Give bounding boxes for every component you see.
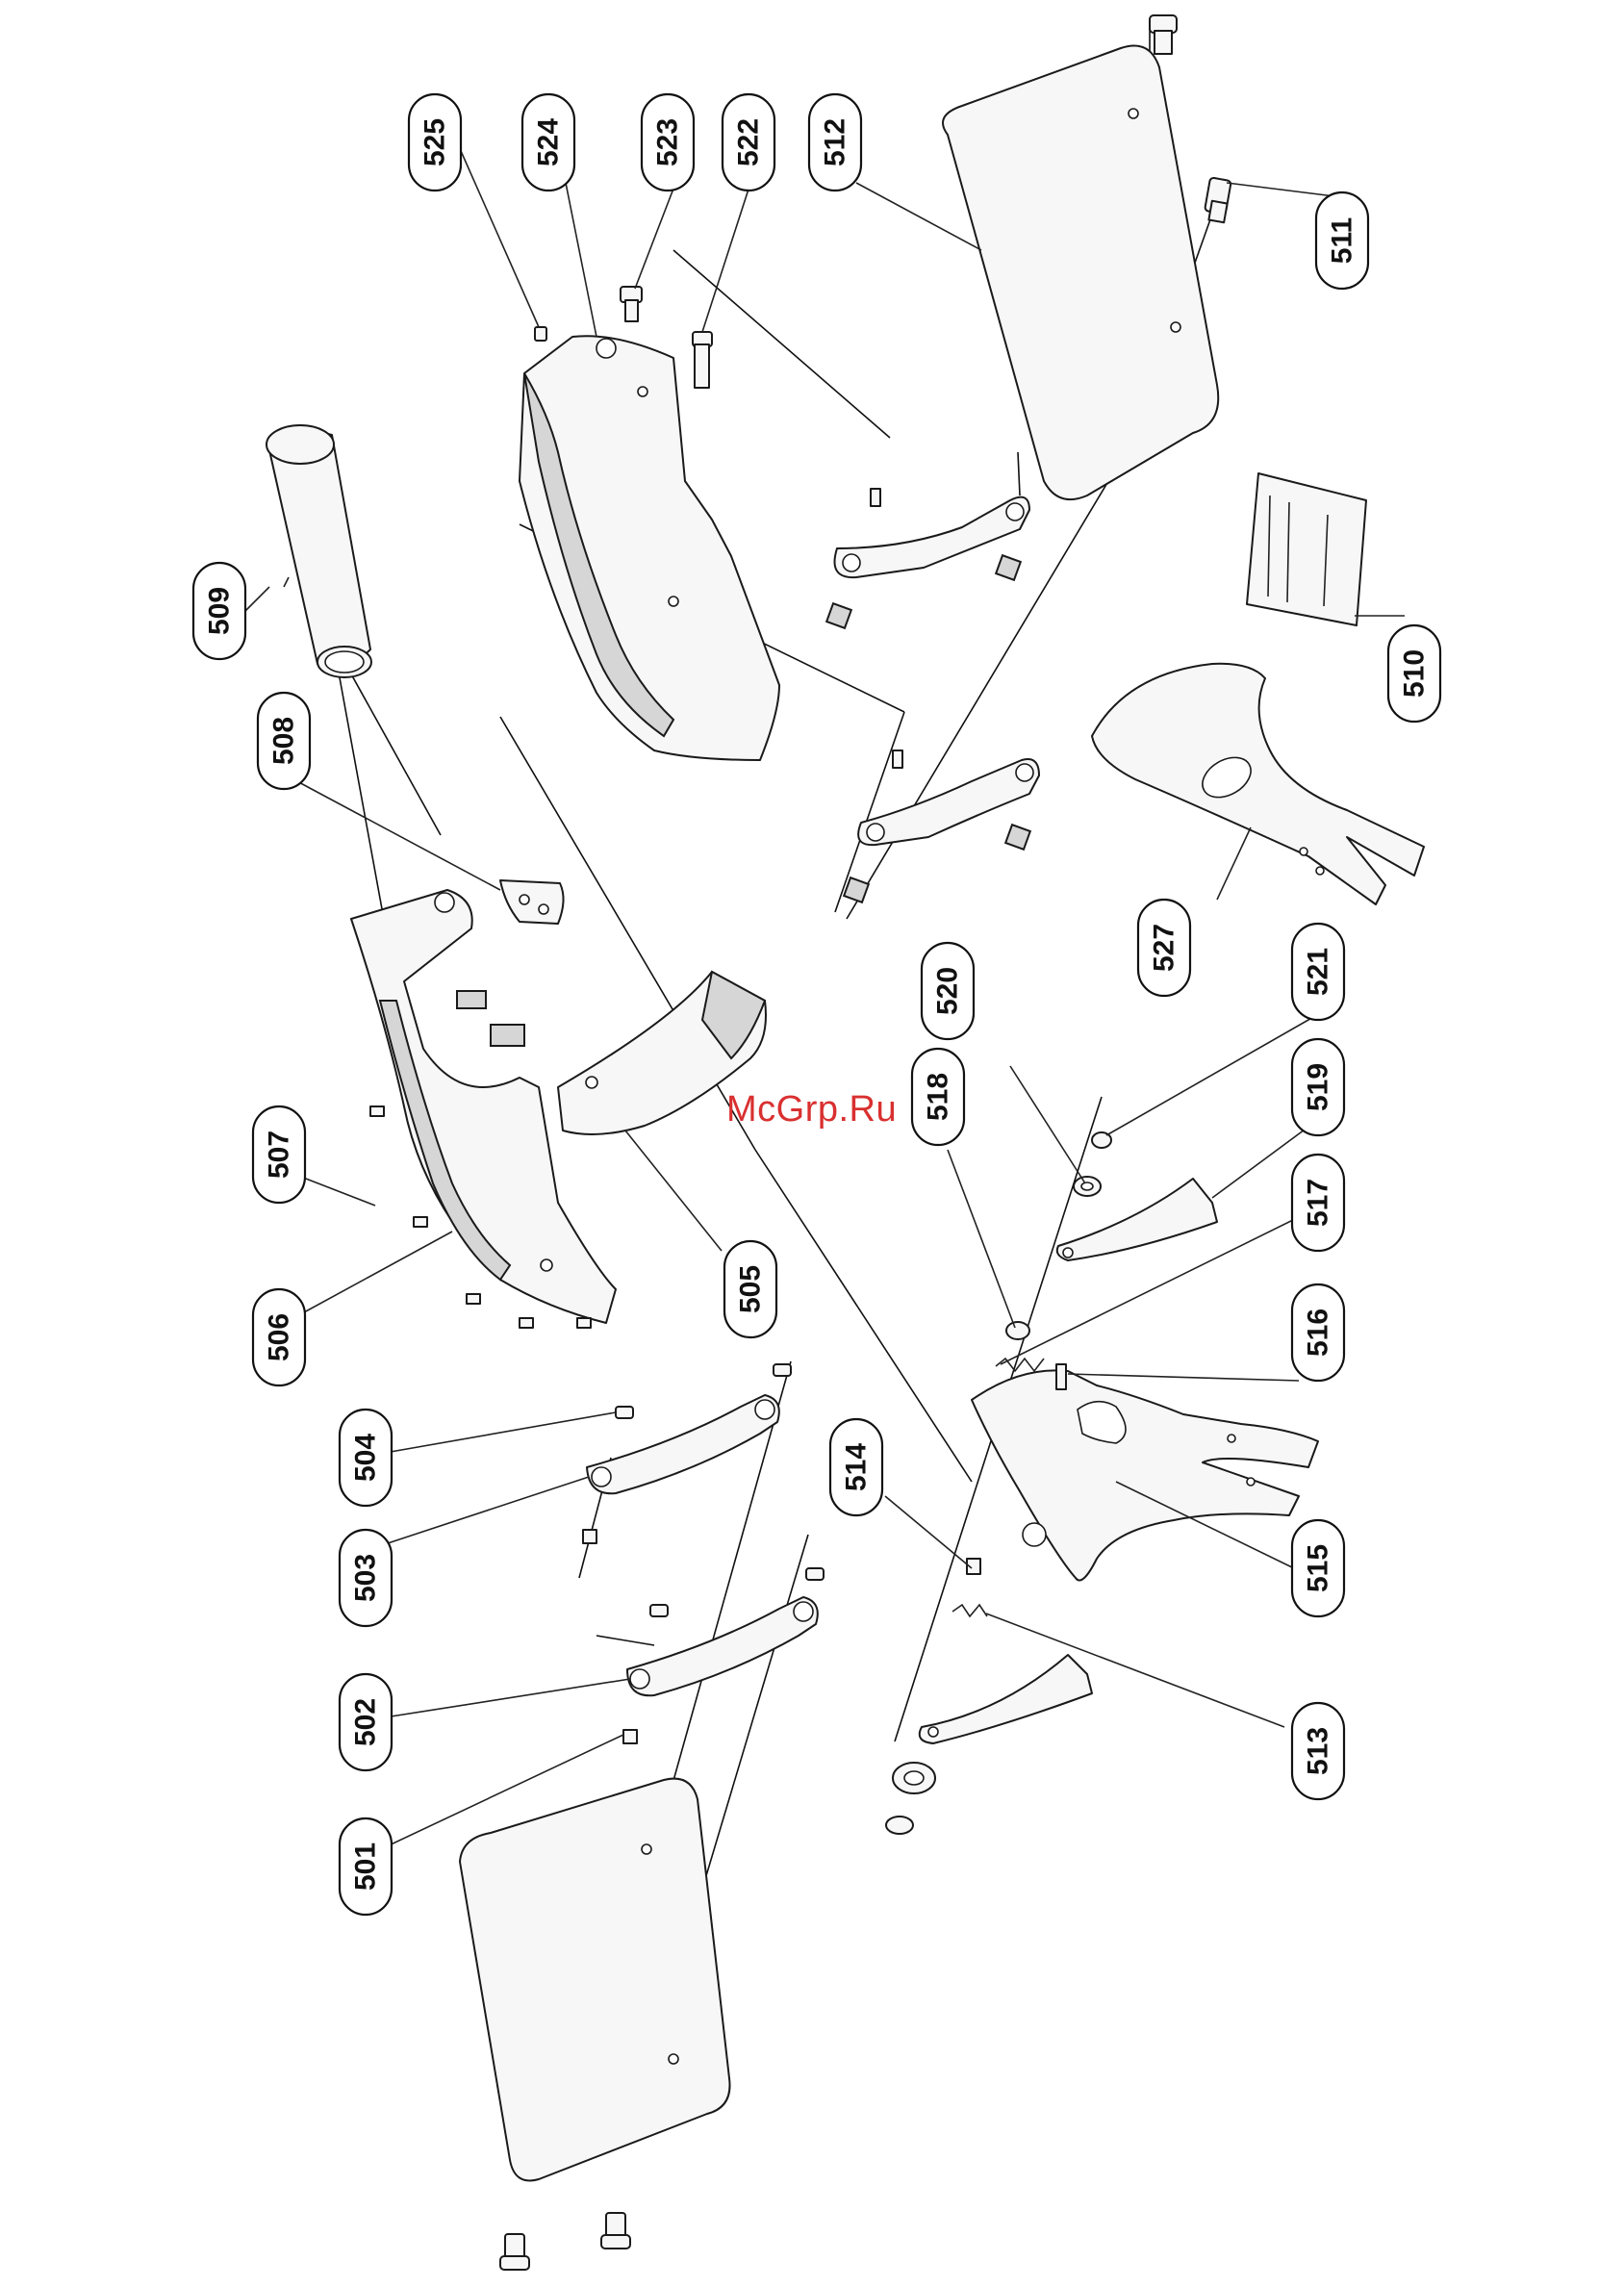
spring-clip-513 [952,1605,987,1616]
callout-label-504: 504 [350,1434,382,1482]
callout-label-501: 501 [350,1842,382,1891]
callout-label-512: 512 [820,118,851,166]
callout-label-520: 520 [932,967,964,1015]
crank-link-502 [623,1568,824,1743]
callout-label-511: 511 [1327,217,1358,264]
callout-523: 523 [642,94,694,191]
callout-label-502: 502 [350,1698,382,1746]
callout-521: 521 [1292,924,1344,1020]
label-plate-510 [1247,473,1366,625]
callout-label-508: 508 [268,717,300,765]
callout-508: 508 [258,693,310,789]
callout-517: 517 [1292,1155,1344,1251]
callout-524: 524 [522,94,574,191]
callout-label-515: 515 [1303,1544,1334,1592]
arm-cover-524 [520,336,779,760]
bolt-523 [621,287,642,321]
callout-label-527: 527 [1149,924,1180,972]
bracket-515 [972,1370,1318,1580]
bolt-522 [693,332,712,388]
bolts-bottom [500,2213,630,2270]
footplate-upper [943,46,1218,500]
leader-lines [245,127,1405,1847]
callout-525: 525 [409,94,461,191]
callout-label-506: 506 [264,1313,295,1361]
bottom-washer [886,1763,935,1834]
callout-512: 512 [809,94,861,191]
crank-arm-upper [826,489,1029,628]
nut-518 [1006,1322,1029,1339]
callout-label-505: 505 [735,1265,767,1313]
callout-label-516: 516 [1303,1309,1334,1357]
callout-522: 522 [723,94,774,191]
callout-label-510: 510 [1399,649,1431,698]
callout-label-514: 514 [841,1443,873,1491]
callout-518: 518 [912,1049,964,1145]
watermark-text: McGrp.Ru [726,1089,897,1131]
callout-label-524: 524 [533,118,565,166]
bolt-top [1150,15,1177,54]
washer-520 [1074,1177,1101,1196]
callout-527: 527 [1138,900,1190,996]
callout-510: 510 [1388,625,1440,722]
callout-label-518: 518 [923,1073,954,1121]
callout-label-513: 513 [1303,1727,1334,1775]
callout-503: 503 [340,1530,392,1626]
callout-label-507: 507 [264,1131,295,1179]
callout-label-509: 509 [204,587,236,635]
callout-501: 501 [340,1818,392,1915]
callout-505: 505 [724,1241,776,1337]
screw-525 [535,327,546,341]
bracket-508 [500,880,564,924]
callout-label-517: 517 [1303,1179,1334,1227]
callout-520: 520 [922,943,974,1039]
callout-511: 511 [1316,192,1368,289]
footplate-lower [460,1779,730,2181]
bolt-511 [1205,177,1231,222]
callout-504: 504 [340,1410,392,1506]
bracket-527 [1092,664,1424,904]
callout-label-503: 503 [350,1554,382,1602]
callout-label-525: 525 [419,118,451,166]
callout-label-523: 523 [652,118,684,166]
callout-519: 519 [1292,1039,1344,1135]
callout-label-522: 522 [733,118,765,166]
callout-515: 515 [1292,1520,1344,1616]
spring-517 [996,1359,1044,1371]
callout-507: 507 [253,1106,305,1203]
callout-513: 513 [1292,1703,1344,1799]
callout-516: 516 [1292,1284,1344,1381]
callout-506: 506 [253,1289,305,1385]
spring-plate-513 [920,1655,1092,1743]
pin-516 [1056,1364,1066,1389]
callout-label-519: 519 [1303,1063,1334,1111]
callout-label-521: 521 [1303,948,1334,996]
callout-502: 502 [340,1674,392,1770]
callout-509: 509 [193,563,245,659]
callout-514: 514 [830,1419,882,1515]
crank-arm-middle [844,750,1039,902]
grip-tube-509 [266,425,371,677]
